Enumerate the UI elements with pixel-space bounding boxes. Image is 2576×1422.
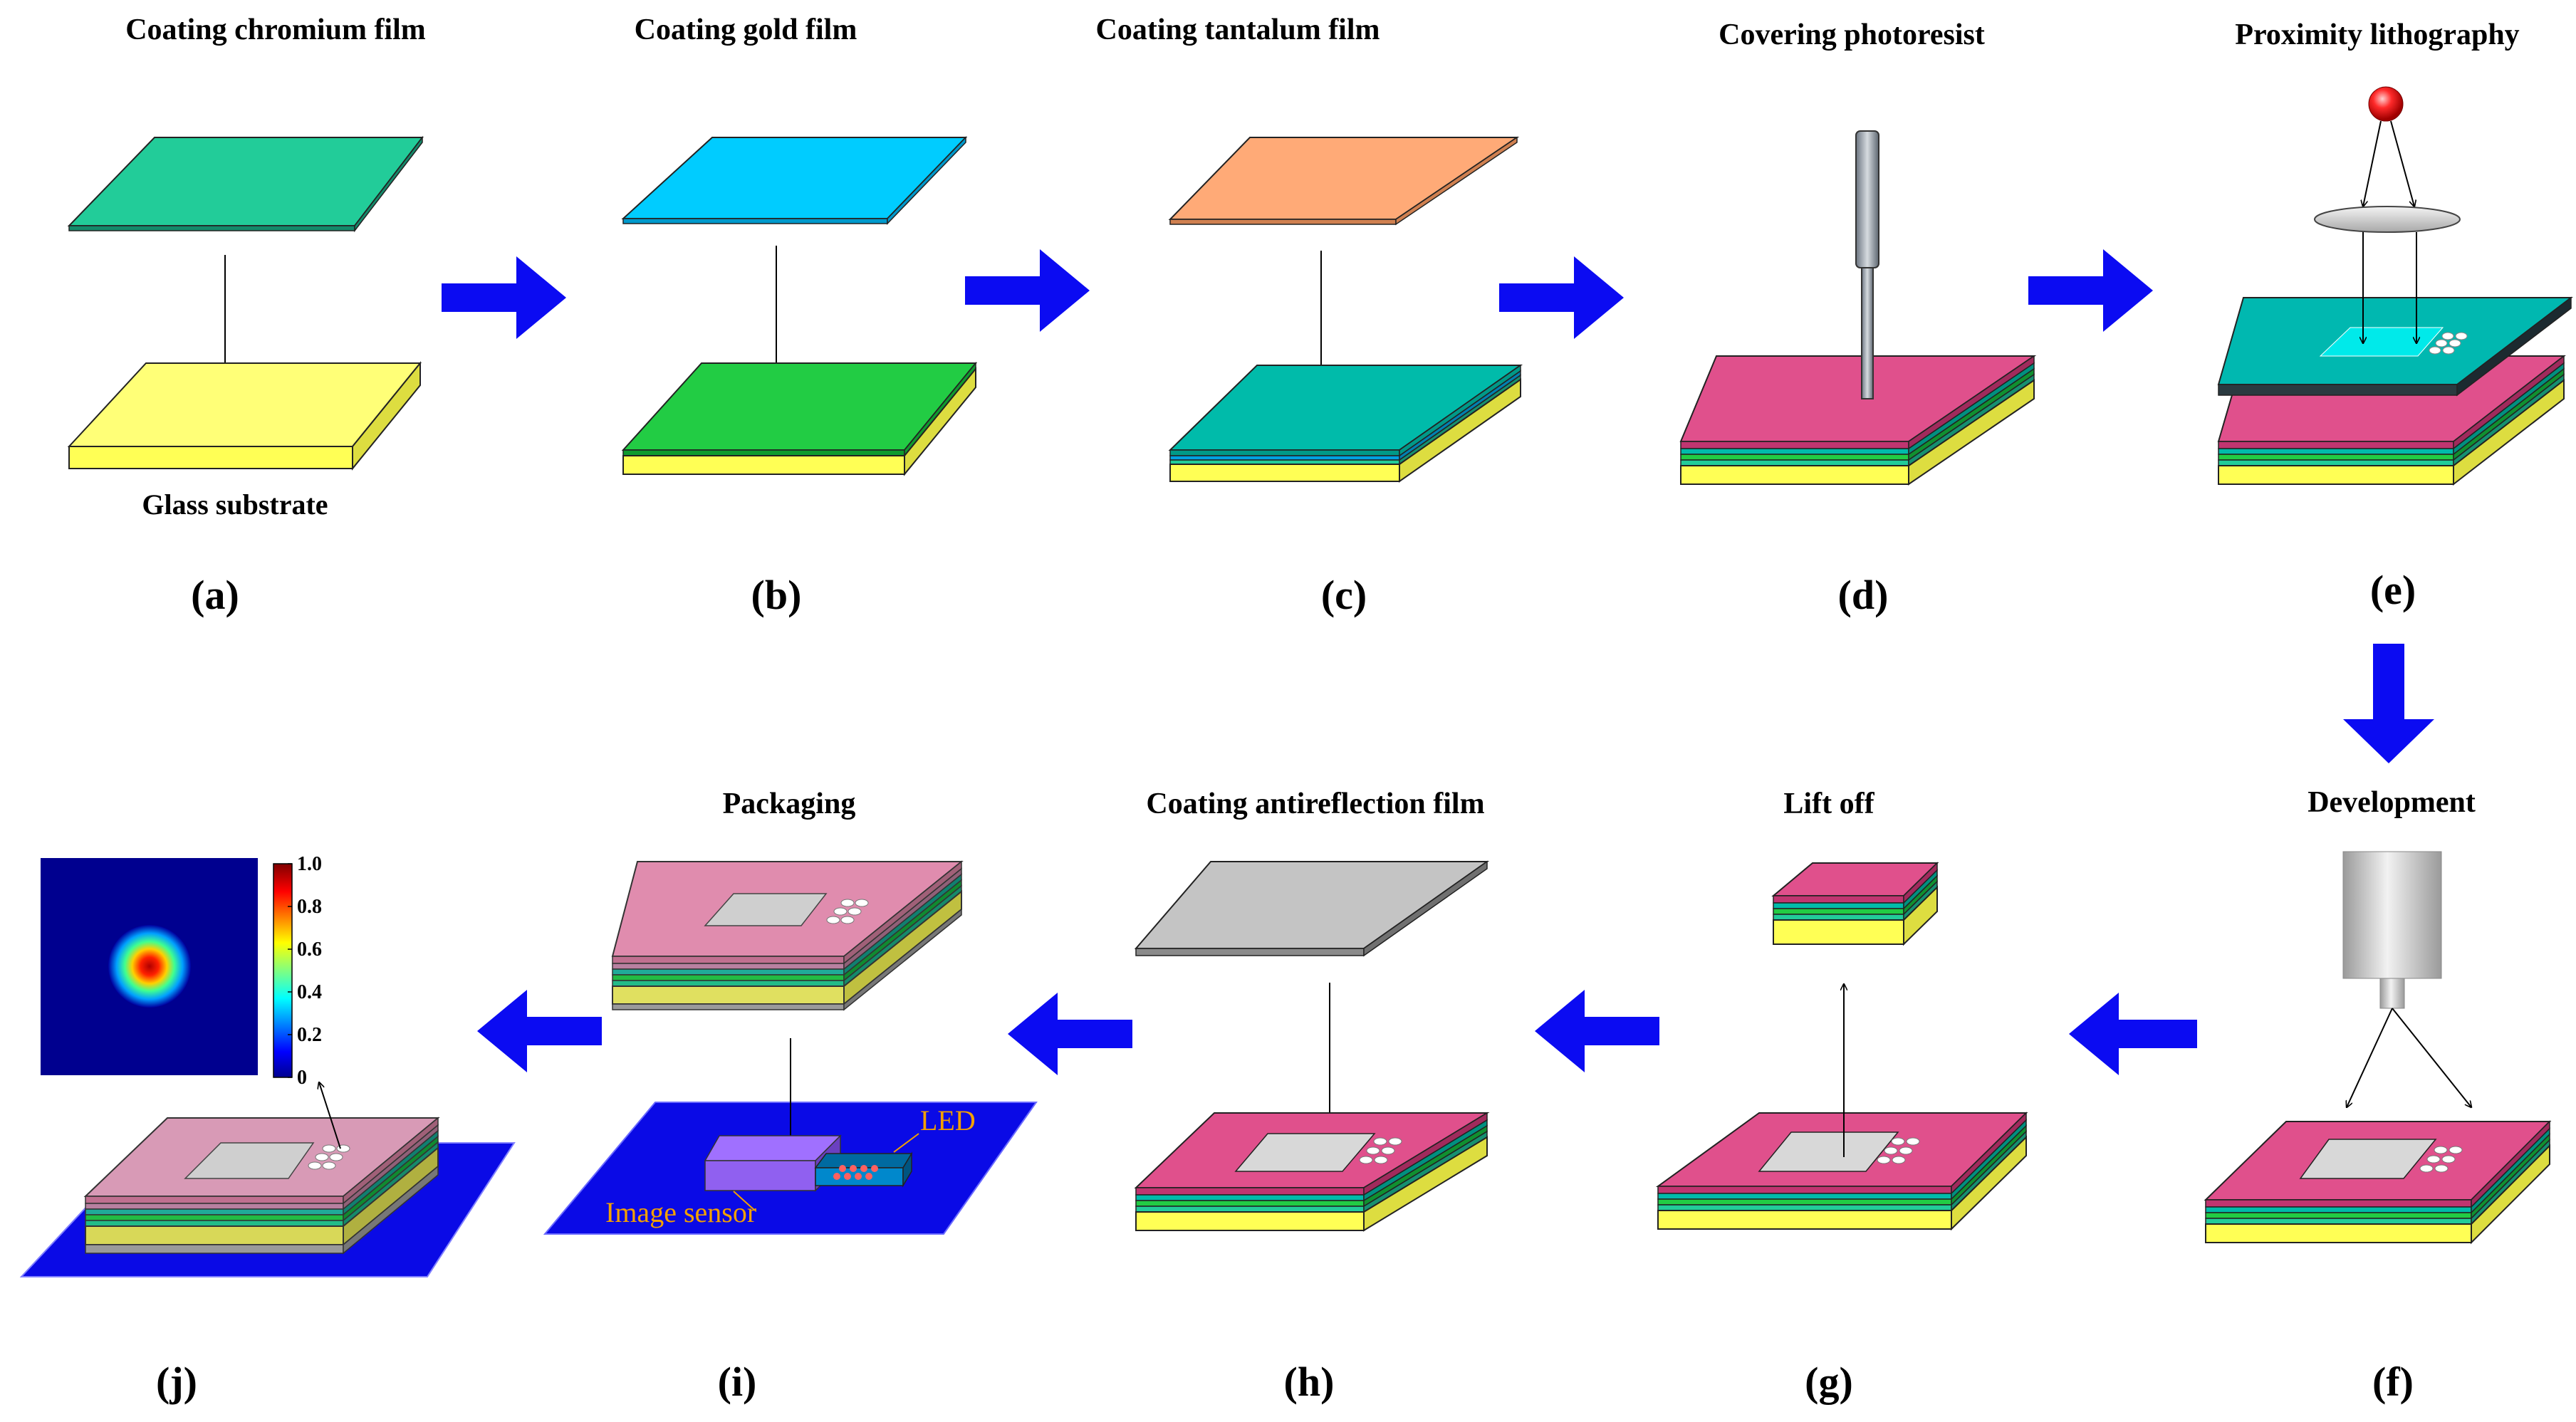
step-arrow-i-j bbox=[477, 990, 602, 1072]
step-c-title: Coating tantalum film bbox=[1096, 14, 1380, 46]
step-arrow-f-g bbox=[2069, 993, 2197, 1075]
step-e-graphic bbox=[2217, 86, 2573, 486]
step-d-title: Covering photoresist bbox=[1719, 19, 1985, 51]
step-arrow-b-c bbox=[965, 249, 1090, 332]
step-i-title: Packaging bbox=[723, 788, 856, 820]
colorbar-tick-0-4: 0.4 bbox=[297, 981, 322, 1003]
step-a-title: Coating chromium film bbox=[125, 14, 426, 46]
glass-substrate-label: Glass substrate bbox=[142, 488, 328, 521]
step-b-letter: (b) bbox=[751, 572, 802, 618]
step-e-title: Proximity lithography bbox=[2235, 19, 2519, 51]
step-arrow-d-e bbox=[2028, 249, 2153, 332]
led-label: LED bbox=[920, 1104, 976, 1136]
step-arrow-g-h bbox=[1535, 990, 1659, 1072]
step-arrow-a-b bbox=[442, 256, 566, 339]
step-d-letter: (d) bbox=[1838, 572, 1889, 618]
step-b-graphic bbox=[621, 136, 978, 476]
step-g-letter: (g) bbox=[1805, 1359, 1853, 1405]
step-a-letter: (a) bbox=[191, 572, 239, 618]
step-b-title: Coating gold film bbox=[635, 14, 857, 46]
step-j-letter: (j) bbox=[156, 1359, 197, 1405]
step-a-graphic bbox=[67, 135, 424, 471]
step-arrow-e-f bbox=[2343, 644, 2434, 763]
step-h-graphic bbox=[1134, 860, 1490, 1232]
step-c-graphic bbox=[1168, 136, 1523, 483]
step-j-graphic bbox=[19, 858, 516, 1277]
step-i-letter: (i) bbox=[718, 1359, 757, 1405]
step-arrow-h-i bbox=[1008, 993, 1132, 1075]
step-f-title: Development bbox=[2308, 786, 2476, 819]
step-f-graphic bbox=[2204, 851, 2552, 1245]
step-f-letter: (f) bbox=[2372, 1359, 2414, 1405]
colorbar bbox=[273, 863, 293, 1078]
step-h-title: Coating antireflection film bbox=[1146, 788, 1484, 820]
colorbar-tick-1-0: 1.0 bbox=[297, 853, 322, 875]
step-h-letter: (h) bbox=[1284, 1359, 1335, 1405]
colorbar-tick-0-6: 0.6 bbox=[297, 939, 322, 961]
step-g-graphic bbox=[1655, 862, 2028, 1231]
step-c-letter: (c) bbox=[1321, 572, 1367, 618]
image-sensor-label: Image sensor bbox=[605, 1196, 756, 1228]
colorbar-tick-0: 0 bbox=[297, 1067, 307, 1089]
step-d-graphic bbox=[1679, 130, 2037, 486]
colorbar-tick-0-8: 0.8 bbox=[297, 896, 322, 918]
step-g-title: Lift off bbox=[1783, 788, 1874, 820]
colorbar-tick-0-2: 0.2 bbox=[297, 1024, 322, 1046]
step-arrow-c-d bbox=[1499, 256, 1624, 339]
step-e-letter: (e) bbox=[2370, 567, 2416, 613]
step-i-graphic bbox=[543, 860, 1038, 1235]
